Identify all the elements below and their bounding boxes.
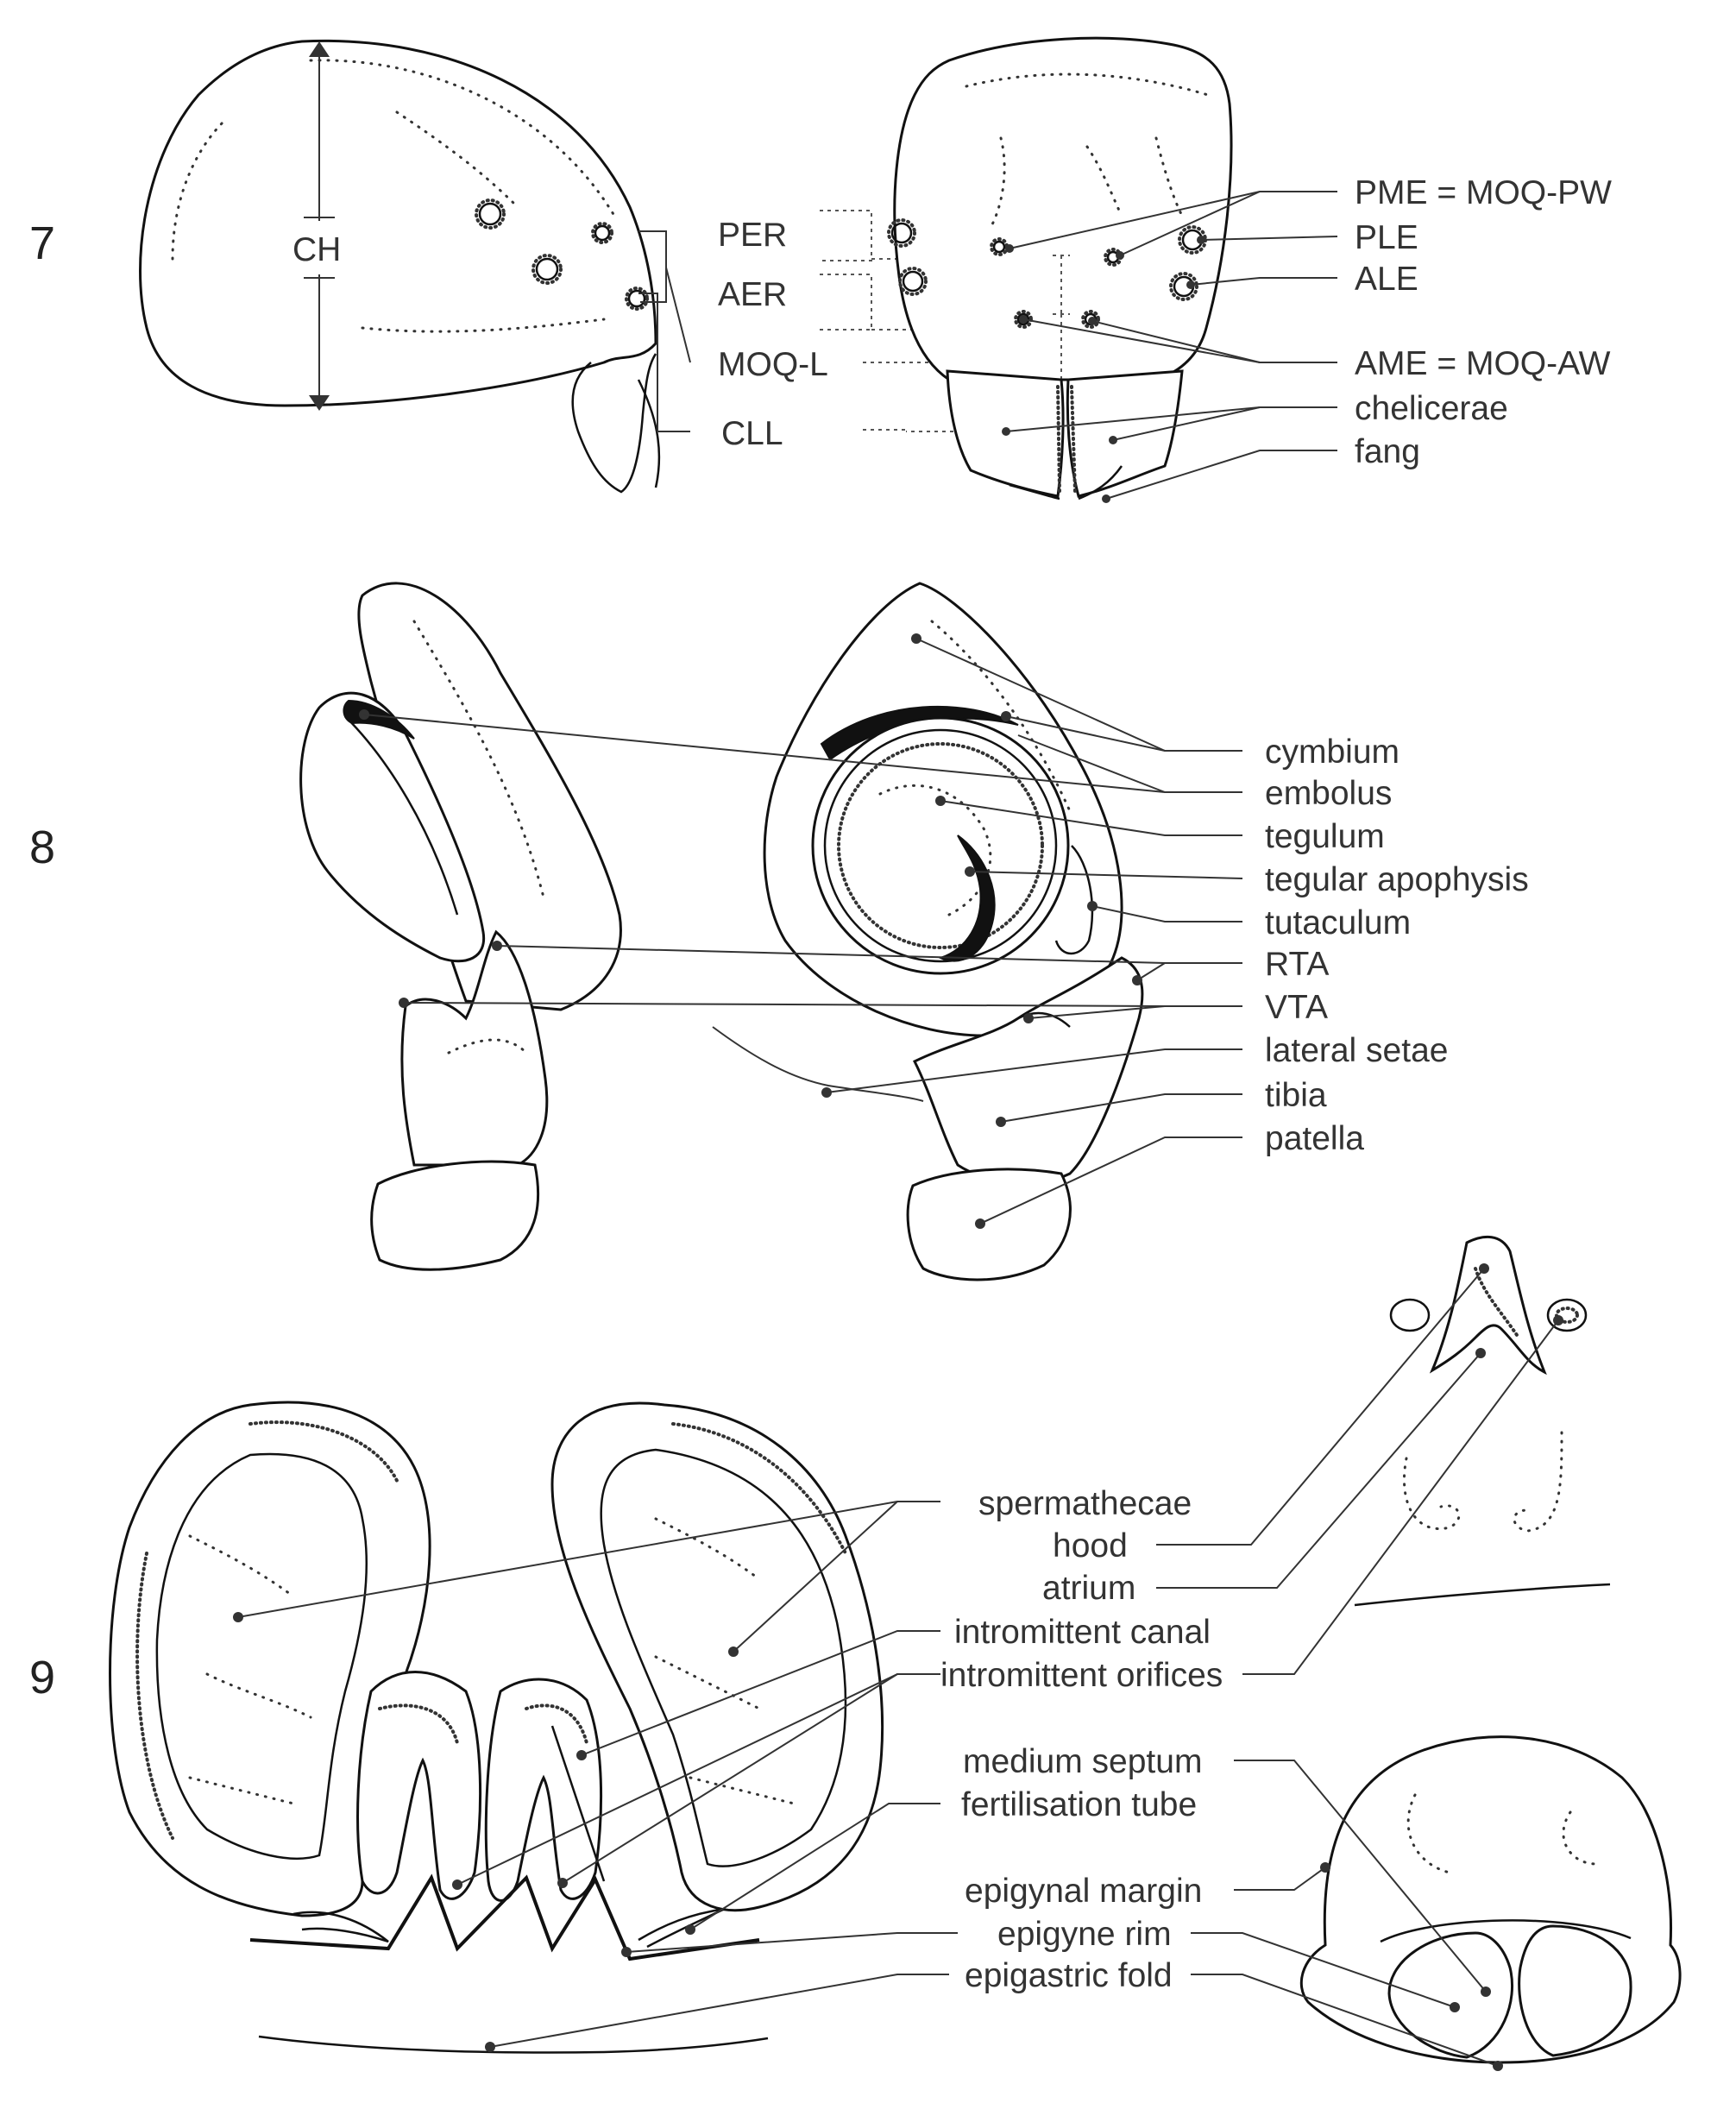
fang-right bbox=[1078, 465, 1123, 501]
palp-retrolateral-view bbox=[299, 582, 622, 1271]
label-tegular-apophysis: tegular apophysis bbox=[1265, 861, 1529, 898]
figure-number-9: 9 bbox=[29, 1652, 55, 1703]
label-ch: CH bbox=[292, 231, 341, 268]
cymbium-retrolateral bbox=[357, 582, 622, 1011]
label-fang: fang bbox=[1355, 433, 1420, 470]
figure-number-7: 7 bbox=[29, 217, 55, 269]
label-per: PER bbox=[718, 217, 787, 254]
patella-ventral bbox=[906, 1168, 1072, 1281]
label-cymbium: cymbium bbox=[1265, 734, 1399, 771]
figure-number-8: 8 bbox=[29, 822, 55, 873]
ch-measure-line bbox=[285, 41, 354, 411]
label-vta: VTA bbox=[1265, 989, 1328, 1026]
epigyne-rim-dorsal bbox=[249, 1873, 760, 1961]
label-embolus: embolus bbox=[1265, 775, 1392, 812]
eye-lateral-2 bbox=[531, 254, 563, 285]
label-hood: hood bbox=[1053, 1527, 1128, 1565]
palp-ventral-view bbox=[712, 582, 1144, 1281]
label-lateral-setae: lateral setae bbox=[1265, 1032, 1448, 1069]
tutaculum bbox=[1054, 845, 1094, 955]
fertilisation-tube-left bbox=[292, 1911, 389, 1943]
label-ple: PLE bbox=[1355, 219, 1418, 256]
label-moq-l: MOQ-L bbox=[718, 346, 828, 383]
figure-8: 8 bbox=[29, 582, 1529, 1281]
label-tutaculum: tutaculum bbox=[1265, 904, 1411, 941]
epigastric-fold-hood bbox=[1354, 1583, 1611, 1607]
label-aer: AER bbox=[718, 276, 787, 313]
tegulum-ventral bbox=[811, 716, 1070, 975]
septum-right bbox=[1518, 1924, 1632, 2057]
label-fertilisation-tube: fertilisation tube bbox=[961, 1786, 1197, 1823]
eye-lateral-4 bbox=[625, 286, 649, 311]
fertilisation-tube-right bbox=[638, 1907, 726, 1949]
eye-lateral-1 bbox=[475, 198, 506, 230]
eye-ale-left bbox=[898, 267, 928, 296]
label-epigynal-margin: epigynal margin bbox=[965, 1873, 1202, 1910]
eye-lateral-3 bbox=[591, 222, 613, 244]
spermatheca-right bbox=[550, 1401, 884, 1912]
label-medium-septum: medium septum bbox=[963, 1743, 1202, 1780]
figure-7: 7 CH bbox=[29, 36, 1612, 503]
epigyne-ventral-view bbox=[1299, 1735, 1682, 2064]
hood bbox=[1429, 1235, 1547, 1376]
duct-left bbox=[356, 1671, 482, 1900]
patella-retrolateral bbox=[370, 1160, 540, 1271]
figure-9: 9 bbox=[29, 1235, 1682, 2071]
label-tegulum: tegulum bbox=[1265, 818, 1385, 855]
hood-detail-view bbox=[1354, 1235, 1611, 1607]
label-pme: PME = MOQ-PW bbox=[1355, 174, 1612, 211]
label-spermathecae: spermathecae bbox=[978, 1485, 1192, 1522]
eye-ple-left bbox=[887, 218, 916, 248]
label-epigyne-rim: epigyne rim bbox=[997, 1916, 1172, 1953]
orifice-right bbox=[1546, 1298, 1588, 1332]
label-intromittent-canal: intromittent canal bbox=[954, 1614, 1211, 1651]
chelicera-right bbox=[1066, 369, 1184, 498]
fang-left bbox=[1009, 483, 1060, 501]
carapace-lateral-view: CH bbox=[139, 39, 691, 494]
eye-ame-left bbox=[1014, 310, 1033, 329]
label-intromittent-orifices: intromittent orifices bbox=[940, 1657, 1223, 1694]
vulva-dorsal-view bbox=[109, 1401, 884, 2054]
septum-left bbox=[1387, 1931, 1514, 2059]
orifice-left bbox=[1389, 1298, 1431, 1332]
chelicera-side bbox=[571, 353, 657, 494]
carapace-frontal-view bbox=[887, 36, 1233, 501]
label-cll: CLL bbox=[721, 415, 783, 452]
duct-right bbox=[484, 1678, 603, 1902]
label-chelicerae: chelicerae bbox=[1355, 390, 1508, 427]
vta-ventral bbox=[1017, 1011, 1071, 1028]
spermatheca-left bbox=[109, 1401, 431, 1917]
label-patella: patella bbox=[1265, 1120, 1364, 1157]
lateral-seta bbox=[712, 1026, 924, 1102]
label-tibia: tibia bbox=[1265, 1077, 1327, 1114]
label-ale: ALE bbox=[1355, 261, 1418, 298]
label-atrium: atrium bbox=[1042, 1570, 1135, 1607]
epigastric-fold-dorsal bbox=[258, 2035, 769, 2054]
label-rta: RTA bbox=[1265, 946, 1329, 983]
label-epigastric-fold: epigastric fold bbox=[965, 1957, 1173, 1994]
label-ame: AME = MOQ-AW bbox=[1355, 345, 1611, 382]
tibia-retrolateral bbox=[400, 929, 549, 1167]
